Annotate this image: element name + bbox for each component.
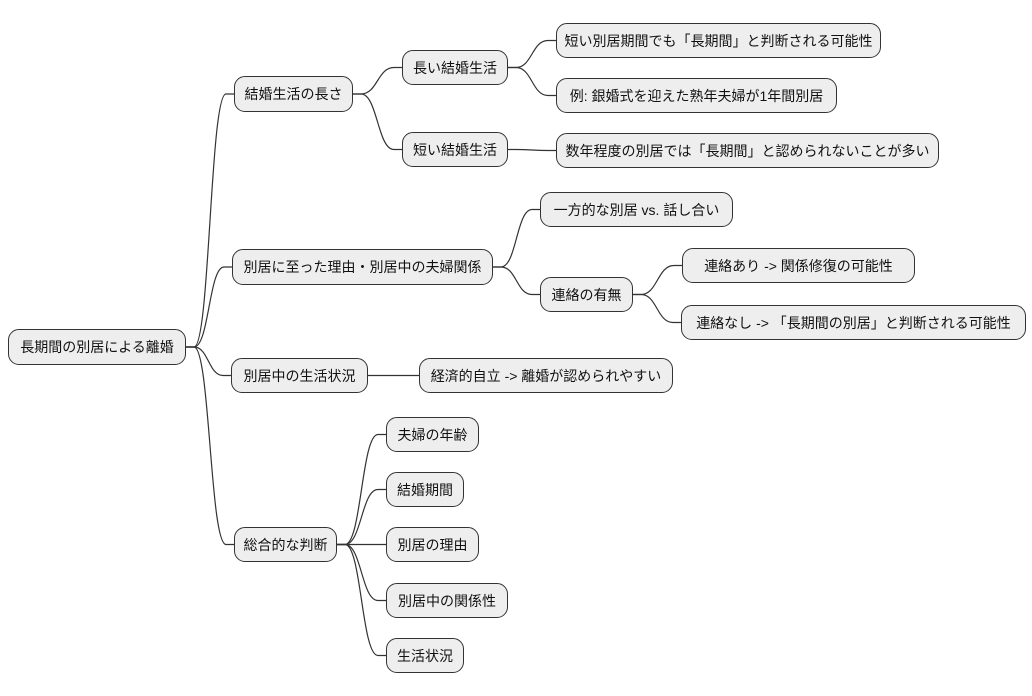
mindmap-node-b2c2: 連絡の有無 (540, 277, 633, 312)
mindmap-edge-b1c2-l3 (508, 148, 556, 152)
mindmap-node-b1: 結婚生活の長さ (234, 76, 353, 112)
mindmap-node-l1: 短い別居期間でも「長期間」と判断される可能性 (556, 23, 881, 58)
mindmap-node-b4: 総合的な判断 (234, 527, 337, 562)
mindmap-node-l5: 連絡なし -> 「長期間の別居」と判断される可能性 (681, 305, 1026, 340)
mindmap-edge-root-b1 (186, 93, 234, 348)
mindmap-edge-b4-b4c4 (337, 543, 386, 602)
mindmap-node-l3: 数年程度の別居では「長期間」と認められないことが多い (556, 133, 939, 168)
mindmap-edge-b2c2-l4 (633, 264, 682, 296)
mindmap-edge-b4-b4c5 (337, 543, 386, 657)
mindmap-node-b1c2: 短い結婚生活 (402, 132, 508, 167)
mindmap-edge-b1-b1c2 (353, 93, 402, 151)
mindmap-node-b2: 別居に至った理由・別居中の夫婦関係 (232, 249, 493, 285)
mindmap-edge-b1c1-l1 (508, 39, 556, 69)
mindmap-edge-b2-b2c1 (493, 208, 540, 268)
mindmap-node-b3: 別居中の生活状況 (231, 358, 368, 393)
mindmap-edge-root-b4 (186, 346, 234, 546)
mindmap-edge-b2-b2c2 (493, 266, 540, 296)
mindmap-edge-b2c2-l5 (633, 293, 681, 324)
mindmap-node-root: 長期間の別居による離婚 (8, 329, 186, 365)
mindmap-node-b4c2: 結婚期間 (386, 472, 464, 507)
mindmap-node-b4c5: 生活状況 (386, 638, 464, 673)
mindmap-node-b4c3: 別居の理由 (386, 527, 479, 562)
mindmap-edge-root-b2 (186, 266, 232, 348)
mindmap-node-b2c1: 一方的な別居 vs. 話し合い (540, 192, 733, 227)
mindmap-node-l6: 経済的自立 -> 離婚が認められやすい (419, 358, 673, 393)
mindmap-node-l2: 例: 銀婚式を迎えた熟年夫婦が1年間別居 (556, 78, 837, 113)
mindmap-edge-b4-b4c1 (337, 433, 386, 546)
mindmap-edge-b4-b4c2 (337, 488, 386, 546)
mindmap-edge-b1-b1c1 (353, 66, 402, 95)
mindmap-node-l4: 連絡あり -> 関係修復の可能性 (682, 248, 915, 283)
mindmap-node-b4c4: 別居中の関係性 (386, 583, 508, 618)
mindmap-node-b1c1: 長い結婚生活 (402, 50, 508, 85)
mindmap-node-b4c1: 夫婦の年齢 (386, 417, 479, 452)
mindmap-edge-root-b3 (186, 346, 231, 377)
mindmap-edge-b1c1-l2 (508, 66, 556, 97)
